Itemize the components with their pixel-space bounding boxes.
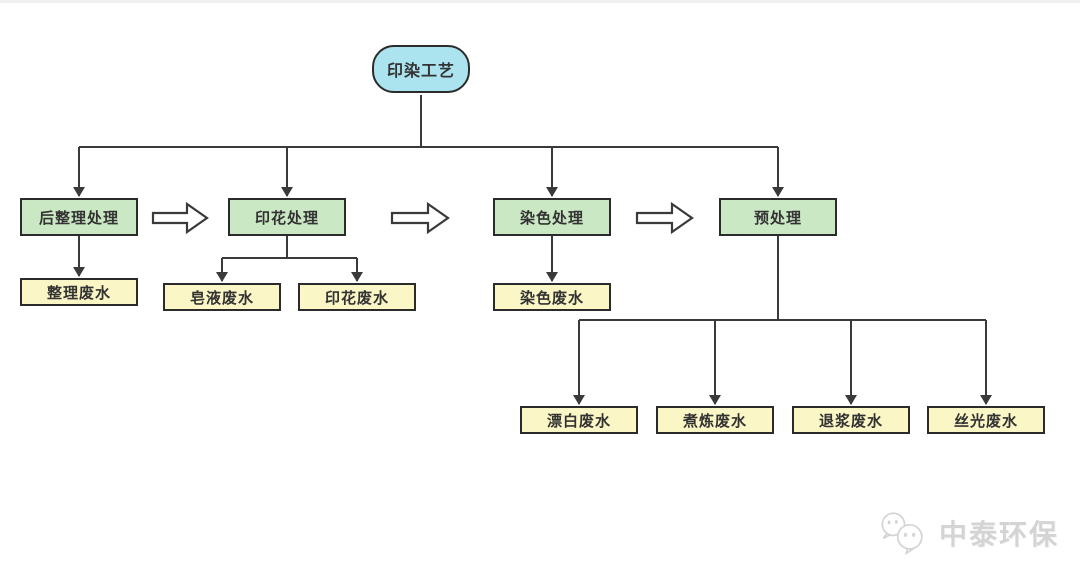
waste-node-dyeing: 染色废水 (493, 283, 611, 311)
stage-node-printing: 印花处理 (228, 198, 346, 236)
hollow-right-arrow-3 (635, 201, 694, 235)
waste-label-mercerizing: 丝光废水 (953, 412, 1018, 430)
waste-label-dyeing: 染色废水 (519, 289, 584, 307)
hollow-right-arrow-1 (151, 201, 209, 235)
root-node-label: 印染工艺 (386, 63, 455, 80)
stage-node-pretreatment: 预处理 (719, 198, 837, 236)
watermark-text: 中泰环保 (939, 519, 1060, 550)
waste-node-printing: 印花废水 (298, 283, 416, 311)
waste-label-printing: 印花废水 (324, 289, 389, 307)
waste-node-desizing: 退浆废水 (792, 406, 910, 434)
waste-node-scouring: 煮炼废水 (656, 406, 774, 434)
waste-label-desizing: 退浆废水 (818, 412, 883, 430)
wechat-icon (881, 512, 923, 556)
waste-node-finishing: 整理废水 (20, 278, 138, 306)
stage-label-pretreatment: 预处理 (753, 209, 802, 227)
stage-node-finishing: 后整理处理 (20, 198, 138, 236)
waste-node-mercerizing: 丝光废水 (927, 406, 1045, 434)
stage-label-printing: 印花处理 (254, 209, 319, 227)
waste-label-scouring: 煮炼废水 (682, 412, 747, 430)
hollow-right-arrow-2 (390, 201, 450, 235)
top-divider (0, 0, 1080, 3)
root-node-process: 印染工艺 (372, 45, 470, 93)
waste-node-bleaching: 漂白废水 (520, 406, 638, 434)
stage-node-dyeing: 染色处理 (493, 198, 611, 236)
stage-label-dyeing: 染色处理 (519, 209, 584, 227)
waste-label-soap: 皂液废水 (189, 289, 254, 307)
tree-connectors (73, 95, 992, 405)
watermark: 中泰环保 (878, 510, 1059, 556)
waste-label-bleaching: 漂白废水 (546, 412, 611, 430)
waste-node-soap: 皂液废水 (163, 283, 281, 311)
stage-label-finishing: 后整理处理 (38, 209, 119, 227)
waste-label-finishing: 整理废水 (46, 284, 111, 302)
